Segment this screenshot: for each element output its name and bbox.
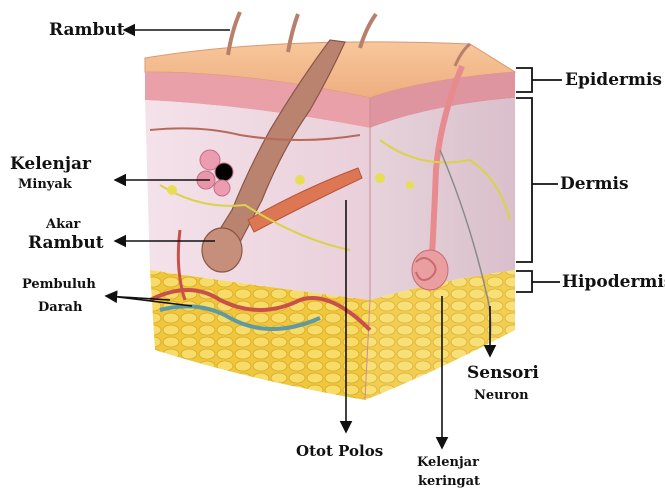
label-pembuluh-darah-line2: Darah bbox=[38, 301, 82, 314]
label-rambut: Rambut bbox=[49, 22, 125, 39]
label-otot-polos: Otot Polos bbox=[296, 444, 383, 459]
hair-bulb bbox=[202, 228, 242, 272]
sweat-gland bbox=[412, 250, 448, 290]
label-kelenjar-keringat-line2: keringat bbox=[418, 475, 480, 488]
label-akar-rambut-line1: Akar bbox=[46, 218, 80, 231]
label-epidermis: Epidermis bbox=[565, 72, 662, 89]
label-kelenjar-minyak-line2: Minyak bbox=[18, 178, 72, 191]
label-akar-rambut-line2: Rambut bbox=[28, 235, 104, 252]
label-kelenjar-keringat-line1: Kelenjar bbox=[417, 456, 479, 469]
label-sensori-neuron-line1: Sensori bbox=[467, 365, 539, 382]
label-dermis: Dermis bbox=[560, 176, 629, 193]
label-pembuluh-darah-line1: Pembuluh bbox=[22, 278, 96, 291]
label-hipodermis: Hipodermis bbox=[562, 274, 665, 291]
hipodermis-bracket bbox=[516, 271, 560, 292]
label-kelenjar-minyak-line1: Kelenjar bbox=[10, 156, 91, 173]
label-sensori-neuron-line2: Neuron bbox=[474, 389, 529, 402]
epidermis-bracket bbox=[516, 68, 562, 92]
dermis-bracket bbox=[516, 98, 558, 262]
